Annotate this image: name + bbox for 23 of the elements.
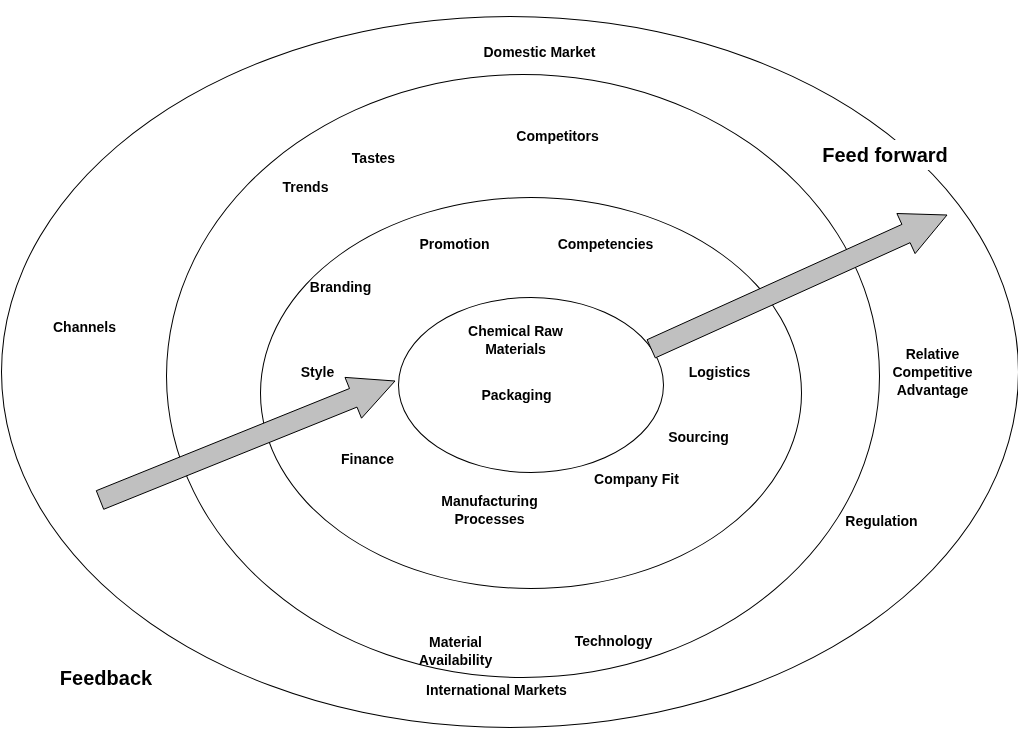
block-arrow [95,376,396,510]
factor-label: Finance [340,449,395,468]
factor-label: Material Availability [417,632,494,669]
factor-label: International Markets [425,680,568,699]
factor-label: Company Fit [593,469,680,488]
factor-label: Promotion [418,234,491,253]
factor-label: Regulation [844,511,919,530]
factor-label: Sourcing [667,427,730,446]
factor-label: Trends [281,177,330,196]
factor-label: Branding [308,277,373,296]
factor-label: Manufacturing Processes [440,491,539,528]
factor-label: Packaging [480,385,553,404]
factor-label: Chemical Raw Materials [467,321,564,358]
block-arrow [646,213,948,359]
factor-label: Technology [573,631,654,650]
factor-label: Domestic Market [482,42,597,61]
factor-label: Style [299,362,336,381]
factor-label: Competitors [515,126,600,145]
factor-label: Competencies [556,234,655,253]
factor-label: Tastes [350,148,397,167]
factor-label: Channels [52,317,117,336]
factor-label: Logistics [687,362,752,381]
factor-label: Relative Competitive Advantage [891,344,974,399]
